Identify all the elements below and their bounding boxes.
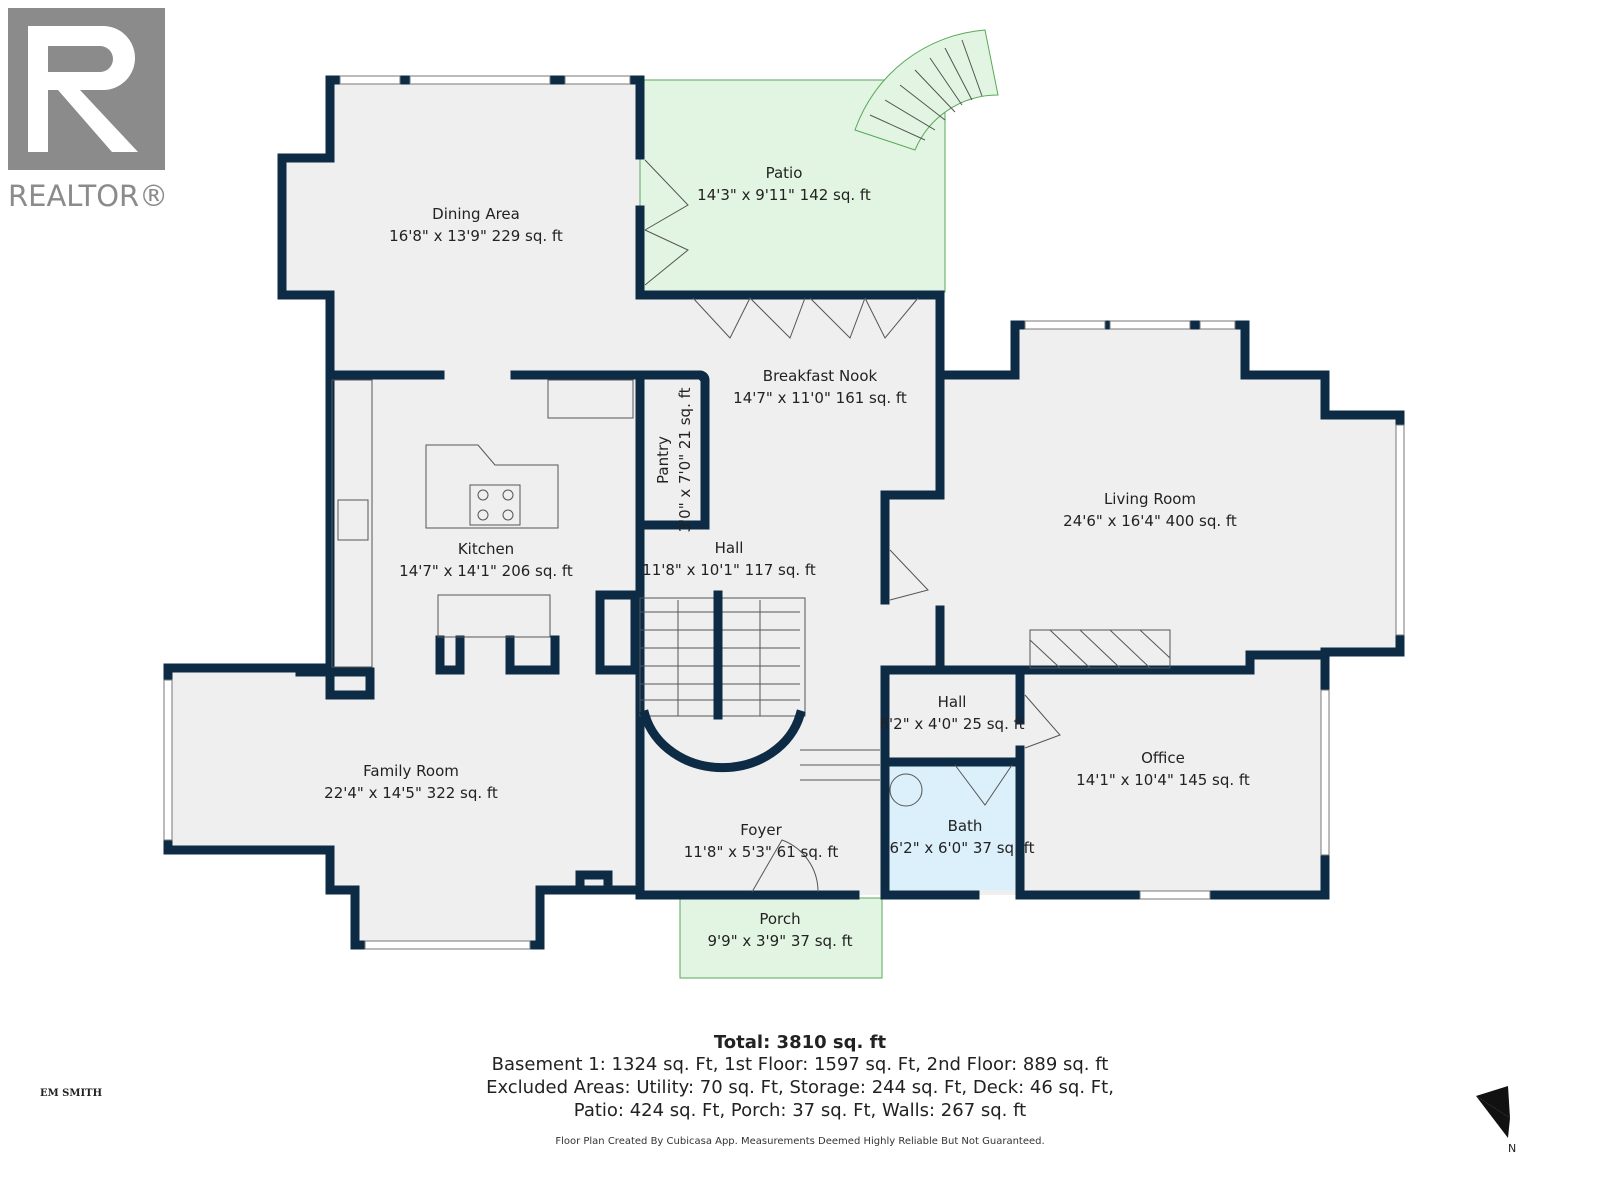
em-smith-logo: EM SMITH bbox=[40, 1088, 103, 1099]
excluded-areas-line2: Patio: 424 sq. Ft, Porch: 37 sq. Ft, Wal… bbox=[573, 1100, 1027, 1121]
walls bbox=[163, 75, 1405, 950]
disclaimer: Floor Plan Created By Cubicasa App. Meas… bbox=[555, 1136, 1045, 1147]
realtor-wordmark: REALTOR® bbox=[8, 179, 169, 213]
patio-stairs bbox=[854, 29, 999, 151]
total-area: Total: 3810 sq. ft bbox=[713, 1032, 887, 1053]
room-dims: 24'6" x 16'4" 400 sq. ft bbox=[1063, 512, 1237, 530]
compass-label: N bbox=[1508, 1142, 1516, 1155]
room-name: Hall bbox=[715, 539, 744, 557]
room-living: Living Room 24'6" x 16'4" 400 sq. ft bbox=[1063, 490, 1237, 530]
windows bbox=[163, 75, 1405, 950]
room-name: Pantry bbox=[654, 436, 672, 484]
area-summary: Total: 3810 sq. ft Basement 1: 1324 sq. … bbox=[440, 1032, 1160, 1147]
realtor-r-icon bbox=[8, 8, 165, 170]
room-name: Family Room bbox=[363, 762, 459, 780]
doors bbox=[644, 159, 1061, 893]
room-family: Family Room 22'4" x 14'5" 322 sq. ft bbox=[324, 762, 498, 802]
porch-area bbox=[679, 897, 883, 979]
room-name: Hall bbox=[938, 693, 967, 711]
floor-fill bbox=[168, 79, 1400, 979]
room-dims: 14'7" x 14'1" 206 sq. ft bbox=[399, 562, 573, 580]
room-dims: 11'8" x 5'3" 61 sq. ft bbox=[684, 843, 839, 861]
room-name: Dining Area bbox=[432, 205, 520, 223]
floor-areas: Basement 1: 1324 sq. Ft, 1st Floor: 1597… bbox=[491, 1054, 1109, 1075]
interior-stairs bbox=[639, 590, 880, 781]
room-porch: Porch 9'9" x 3'9" 37 sq. ft bbox=[707, 910, 852, 950]
room-dining: Dining Area 16'8" x 13'9" 229 sq. ft bbox=[389, 205, 563, 245]
room-name: Kitchen bbox=[458, 540, 514, 558]
north-compass-icon: N bbox=[1476, 1086, 1516, 1155]
room-name: Living Room bbox=[1104, 490, 1196, 508]
room-dims: 14'3" x 9'11" 142 sq. ft bbox=[697, 186, 871, 204]
room-foyer: Foyer 11'8" x 5'3" 61 sq. ft bbox=[684, 821, 839, 861]
room-hall: Hall 11'8" x 10'1" 117 sq. ft bbox=[642, 539, 816, 579]
room-dims: 6'2" x 6'0" 37 sq. ft bbox=[889, 839, 1034, 857]
room-name: Breakfast Nook bbox=[763, 367, 878, 385]
room-name: Patio bbox=[766, 164, 803, 182]
room-dims: 16'8" x 13'9" 229 sq. ft bbox=[389, 227, 563, 245]
room-dims: 3'0" x 7'0" 21 sq. ft bbox=[676, 387, 694, 532]
room-breakfast-nook: Breakfast Nook 14'7" x 11'0" 161 sq. ft bbox=[733, 367, 907, 407]
room-name: Foyer bbox=[740, 821, 782, 839]
room-office: Office 14'1" x 10'4" 145 sq. ft bbox=[1076, 749, 1250, 789]
bath-area bbox=[888, 762, 1018, 890]
room-bath: Bath 6'2" x 6'0" 37 sq. ft bbox=[889, 817, 1034, 857]
room-dims: 6'2" x 4'0" 25 sq. ft bbox=[879, 715, 1024, 733]
room-name: Porch bbox=[759, 910, 800, 928]
room-hall-small: Hall 6'2" x 4'0" 25 sq. ft bbox=[879, 693, 1024, 733]
room-kitchen: Kitchen 14'7" x 14'1" 206 sq. ft bbox=[399, 540, 573, 580]
room-dims: 11'8" x 10'1" 117 sq. ft bbox=[642, 561, 816, 579]
room-dims: 9'9" x 3'9" 37 sq. ft bbox=[707, 932, 852, 950]
room-dims: 14'1" x 10'4" 145 sq. ft bbox=[1076, 771, 1250, 789]
excluded-areas-line1: Excluded Areas: Utility: 70 sq. Ft, Stor… bbox=[486, 1077, 1114, 1098]
room-name: Office bbox=[1141, 749, 1185, 767]
realtor-logo: REALTOR® bbox=[8, 8, 168, 213]
room-dims: 22'4" x 14'5" 322 sq. ft bbox=[324, 784, 498, 802]
room-patio: Patio 14'3" x 9'11" 142 sq. ft bbox=[697, 164, 871, 204]
room-dims: 14'7" x 11'0" 161 sq. ft bbox=[733, 389, 907, 407]
kitchen-fixtures bbox=[331, 379, 1171, 807]
room-name: Bath bbox=[948, 817, 983, 835]
